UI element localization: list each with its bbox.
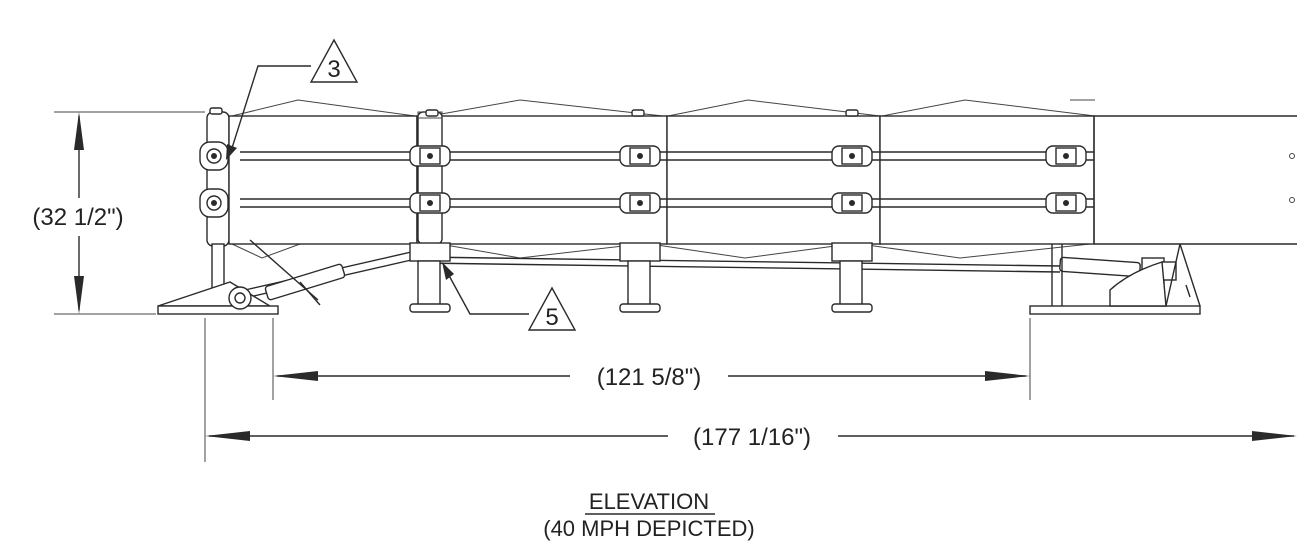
nose-panel: [206, 111, 230, 247]
support-leg: [831, 242, 873, 313]
top-diaphragm-profile: [231, 99, 1096, 117]
anchor-span-label: (121 5/8"): [597, 364, 702, 391]
support-leg: [619, 242, 661, 313]
nose-anchor-upper: [199, 141, 229, 171]
rear-anchor: [1029, 243, 1201, 315]
cable-assemblies: [199, 107, 1094, 218]
right-cylinder: [1059, 256, 1141, 278]
view-subtitle: (40 MPH DEPICTED): [543, 516, 754, 541]
overall-length-label: (177 1/16"): [693, 424, 811, 451]
callout-3-leader: [226, 38, 359, 160]
callout-3-label: 3: [327, 56, 340, 83]
cable-clamp: [619, 145, 661, 167]
callout-5-leader: [442, 262, 577, 331]
support-legs: [409, 242, 873, 313]
overall-length-dimension: [204, 318, 1297, 462]
bottom-diaphragm-profile: [231, 243, 1091, 259]
panel-4: [879, 115, 1095, 245]
height-dimension: [54, 111, 205, 315]
support-frame: [244, 239, 1177, 306]
panel-2: [416, 115, 668, 245]
fender-panels: [206, 111, 1297, 247]
cable-clamp: [619, 192, 661, 214]
panel-1: [228, 115, 418, 245]
cable-clamp: [409, 145, 451, 167]
cable-clamp: [831, 192, 873, 214]
support-leg: [409, 242, 451, 313]
height-dimension-label: (32 1/2"): [32, 204, 123, 231]
cable-clamp: [409, 192, 451, 214]
left-cylinder: [264, 263, 346, 301]
anchor-span-dimension: [272, 318, 1031, 400]
cable-clamp: [831, 145, 873, 167]
nose-base-plate: [157, 243, 279, 315]
callout-5-label: 5: [545, 304, 558, 331]
cable-clamp: [1045, 145, 1087, 167]
view-title: ELEVATION: [589, 489, 709, 514]
cable-clamp: [1045, 192, 1087, 214]
transition-panel: [1093, 115, 1297, 245]
nose-anchor-lower: [199, 188, 229, 218]
panel-3: [666, 115, 881, 245]
